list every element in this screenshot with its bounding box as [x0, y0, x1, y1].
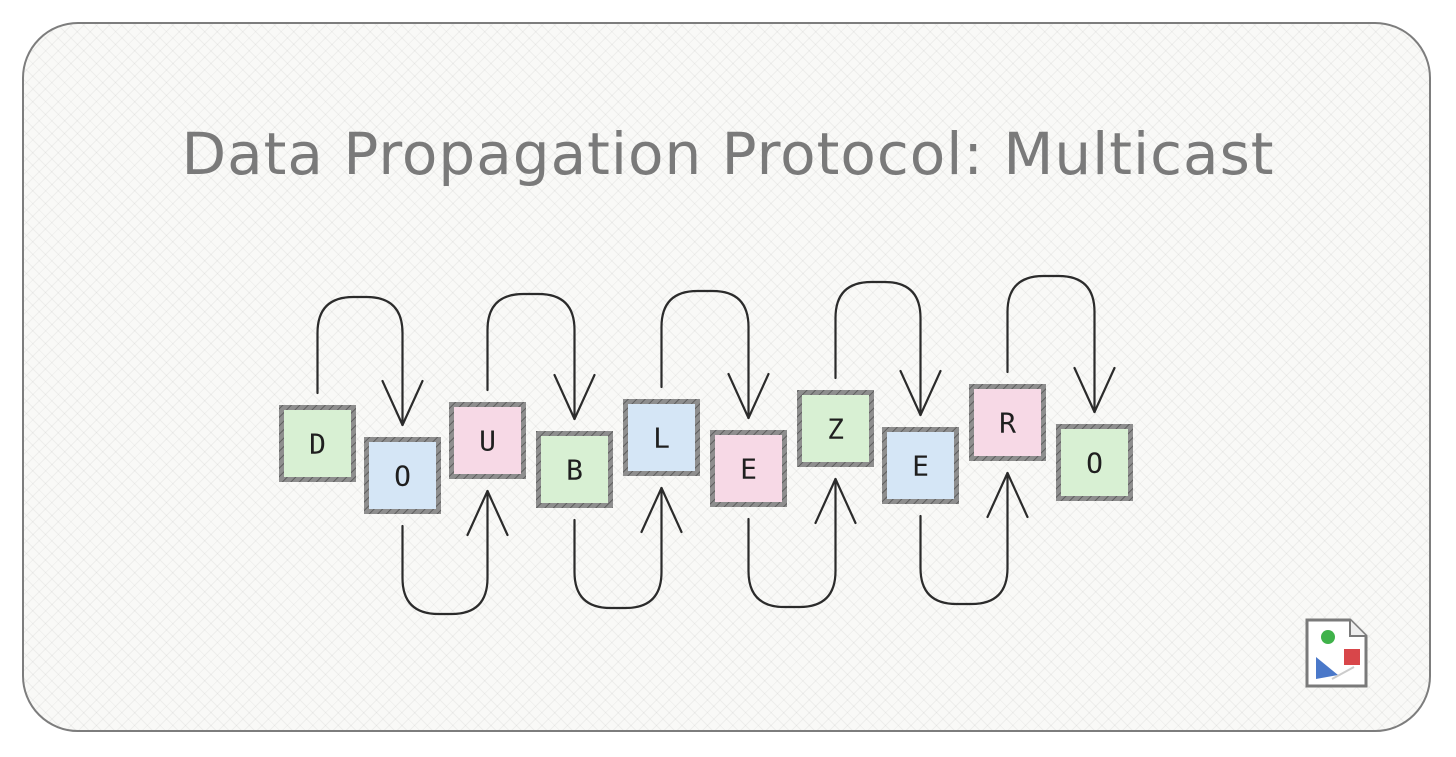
diagram-card: [22, 22, 1431, 732]
connector-line: [573, 486, 663, 610]
connectors: [316, 274, 1116, 616]
arrowhead-icon: [553, 373, 596, 421]
connector-3: [486, 292, 596, 421]
node-5: L: [623, 399, 700, 476]
arrowhead-icon: [381, 379, 424, 427]
connector-line: [919, 471, 1009, 606]
node-letter: D: [309, 428, 326, 461]
node-fill: [541, 436, 608, 503]
connector-line: [486, 292, 576, 421]
arrowhead-icon: [466, 489, 509, 537]
connector-6: [747, 477, 857, 609]
connector-line: [660, 289, 750, 420]
arrowhead-icon: [814, 477, 857, 525]
node-fill: [454, 407, 521, 474]
node-2: O: [364, 437, 441, 514]
node-fill: [887, 432, 954, 499]
node-fill: [628, 404, 695, 471]
diagram-title: Data Propagation Protocol: Multicast: [181, 120, 1275, 188]
connector-5: [660, 289, 770, 420]
connector-line: [316, 295, 404, 427]
node-fill: [802, 395, 869, 462]
node-letter: U: [479, 425, 496, 458]
connector-7: [834, 280, 942, 417]
node-letter: R: [999, 407, 1016, 440]
node-letter: O: [1086, 447, 1103, 480]
node-fill: [1061, 429, 1128, 496]
arrowhead-icon: [727, 372, 770, 420]
connector-line: [1006, 274, 1096, 414]
node-6: E: [710, 430, 787, 507]
arrowhead-icon: [899, 369, 942, 417]
connector-line: [747, 477, 837, 609]
node-letter: E: [912, 450, 929, 483]
broken-image-icon: [1304, 617, 1370, 689]
node-fill: [284, 410, 351, 477]
arrowhead-icon: [640, 486, 683, 534]
node-letter: O: [394, 460, 411, 493]
arrowhead-icon: [1073, 366, 1116, 414]
connector-line: [401, 489, 489, 616]
node-letter: B: [566, 454, 583, 487]
connector-4: [573, 486, 683, 610]
arrowhead-icon: [986, 471, 1029, 519]
node-letter: E: [740, 453, 757, 486]
node-1: D: [279, 405, 356, 482]
node-9: R: [969, 384, 1046, 461]
connector-2: [401, 489, 509, 616]
node-8: E: [882, 427, 959, 504]
node-7: Z: [797, 390, 874, 467]
node-fill: [369, 442, 436, 509]
connector-1: [316, 295, 424, 427]
connector-9: [1006, 274, 1116, 414]
node-letter: L: [653, 422, 670, 455]
nodes: D O U B L E Z E R O: [279, 384, 1133, 514]
connector-line: [834, 280, 922, 417]
connector-8: [919, 471, 1029, 606]
node-3: U: [449, 402, 526, 479]
node-fill: [974, 389, 1041, 456]
node-4: B: [536, 431, 613, 508]
node-fill: [715, 435, 782, 502]
node-10: O: [1056, 424, 1133, 501]
node-letter: Z: [827, 413, 844, 446]
